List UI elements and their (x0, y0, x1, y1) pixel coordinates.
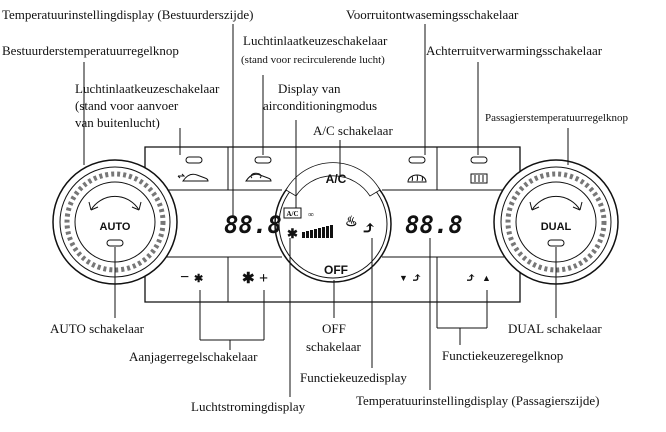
indicator-led (470, 156, 488, 164)
defrost-button[interactable] (407, 156, 427, 183)
driver-temp-value: 88.8 (224, 211, 282, 239)
mode-display: ♨ ⤴ (345, 215, 376, 238)
label-rear-defrost-switch: Achterruitverwarmingsschakelaar (426, 43, 603, 58)
fan-small-icon: ✱ (194, 273, 203, 285)
defrost-mode-icon: ♨ (345, 215, 358, 230)
passenger-temp-display: 88.8 (405, 211, 463, 239)
label-driver-temp-knob: Bestuurderstemperatuurregelknop (2, 43, 179, 58)
label-passenger-temp-knob: Passagierstemperatuurregelknop (485, 112, 628, 124)
off-button-label: OFF (324, 263, 348, 277)
heat-waves-icon (411, 174, 423, 182)
label-intake-outside-line2: (stand voor aanvoer (75, 98, 179, 113)
fan-increase-button[interactable]: ✱ + (242, 270, 268, 287)
arrow-head-icon (529, 201, 540, 211)
auto-button[interactable]: AUTO (100, 221, 131, 247)
person-airflow-icon: ⤴ (465, 270, 476, 285)
label-intake-outside-line3: van buitenlucht) (75, 115, 160, 130)
intake-recirculation-button[interactable] (245, 156, 272, 182)
fan-icon: ✱ (287, 226, 298, 241)
triangle-up-icon: ▲ (482, 273, 491, 283)
label-mode-display: Functiekeuzedisplay (300, 370, 407, 385)
seated-person-airflow-icon: ⤴ (361, 218, 376, 238)
eco-icon: ∞ (308, 210, 314, 219)
driver-temp-display: 88.8 (224, 211, 282, 239)
recirculate-arrow-icon (250, 172, 262, 179)
label-intake-recirc-line1: Luchtinlaatkeuzeschakelaar (243, 33, 388, 48)
label-auto-switch: AUTO schakelaar (50, 321, 145, 336)
minus-label: − (180, 269, 189, 286)
dual-button[interactable]: DUAL (541, 221, 572, 247)
label-fan-control: Aanjagerregelschakelaar (129, 349, 258, 364)
label-intake-outside-line1: Luchtinlaatkeuzeschakelaar (75, 81, 220, 96)
label-defrost-switch: Voorruitontwasemingsschakelaar (346, 7, 519, 22)
arrow-in-icon (177, 173, 186, 179)
label-mode-dial: Functiekeuzeregelknop (442, 348, 563, 363)
heat-lines-icon (474, 175, 484, 182)
car-recirculation-icon (245, 173, 272, 182)
fan-large-icon: ✱ (242, 271, 255, 287)
dual-indicator-led (547, 239, 565, 247)
rotate-arrow-icon (531, 195, 581, 211)
rotate-arrow-icon (90, 195, 140, 211)
label-off-switch-line1: OFF (322, 321, 346, 336)
ac-button-label: A/C (326, 172, 347, 186)
ac-indicator-label: A/C (286, 210, 298, 218)
mode-select-up-button[interactable]: ⤴ ▲ (465, 270, 491, 285)
passenger-temp-knob[interactable] (493, 159, 619, 285)
label-intake-recirc-line2: (stand voor recirculerende lucht) (241, 54, 385, 66)
label-temp-display-passenger: Temperatuurinstellingdisplay (Passagiers… (356, 393, 600, 408)
indicator-led (408, 156, 426, 164)
fan-decrease-button[interactable]: − ✱ (180, 269, 203, 286)
ac-mode-display: A/C ∞ (283, 207, 314, 219)
label-dual-switch: DUAL schakelaar (508, 321, 602, 336)
airflow-display: ✱ (287, 225, 333, 241)
label-ac-display-line2: airconditioningmodus (263, 98, 377, 113)
off-button[interactable]: OFF (324, 263, 348, 277)
arrow-head-icon (131, 201, 142, 211)
driver-temp-knob[interactable] (52, 159, 178, 285)
arrow-head-icon (572, 201, 583, 211)
auto-button-label: AUTO (100, 221, 131, 233)
leader-lines (83, 24, 569, 397)
person-airflow-icon: ⤴ (411, 270, 422, 285)
intake-outside-button[interactable] (177, 156, 209, 182)
label-ac-switch: A/C schakelaar (313, 123, 393, 138)
mode-select-down-button[interactable]: ▼ ⤴ (399, 270, 422, 285)
arrow-head-icon (88, 201, 99, 211)
indicator-led (185, 156, 203, 164)
label-off-switch-line2: schakelaar (306, 339, 362, 354)
triangle-down-icon: ▼ (399, 273, 408, 283)
indicator-led (254, 156, 272, 164)
airflow-bar-graph (302, 225, 333, 238)
car-outside-air-icon (182, 173, 209, 182)
label-temp-display-driver: Temperatuurinstellingdisplay (Bestuurder… (2, 7, 253, 22)
ac-button[interactable]: A/C (285, 162, 381, 197)
plus-label: + (259, 270, 268, 287)
label-airflow-display: Luchtstromingdisplay (191, 399, 306, 414)
label-ac-display-line1: Display van (278, 81, 341, 96)
rear-defrost-button[interactable] (470, 156, 488, 184)
dual-button-label: DUAL (541, 221, 572, 233)
auto-indicator-led (106, 239, 124, 247)
passenger-temp-value: 88.8 (405, 211, 463, 239)
